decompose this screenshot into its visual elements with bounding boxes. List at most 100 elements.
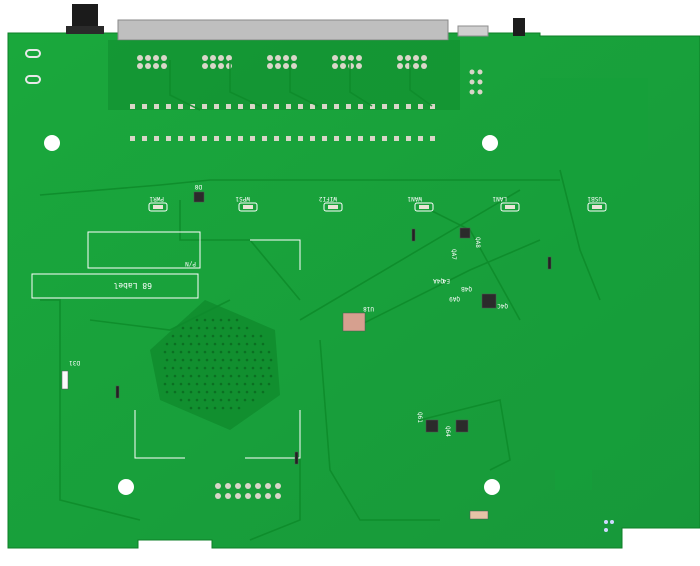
pad: [298, 104, 303, 109]
bga-ball: [205, 326, 209, 330]
bga-ball: [221, 326, 225, 330]
bga-ball: [197, 390, 201, 394]
pad: [154, 104, 159, 109]
connector-pin: [340, 55, 346, 61]
bga-ball: [251, 398, 255, 402]
pad: [382, 104, 387, 109]
led-body: [328, 205, 338, 209]
bga-ball: [205, 358, 209, 362]
pad: [298, 136, 303, 141]
bottom-pin-header: [215, 483, 281, 499]
pad: [262, 136, 267, 141]
bga-ball: [171, 334, 175, 338]
bga-ball: [213, 390, 217, 394]
connector-pin: [332, 63, 338, 69]
pad: [310, 104, 315, 109]
pad: [477, 89, 483, 95]
connector-pin: [283, 55, 289, 61]
led-outline: [587, 202, 607, 212]
bga-ball: [211, 382, 215, 386]
bga-ball: [245, 358, 249, 362]
pad: [250, 136, 255, 141]
pad: [418, 104, 423, 109]
bga-ball: [173, 342, 177, 346]
pad: [286, 136, 291, 141]
pad: [382, 136, 387, 141]
bga-ball: [261, 358, 265, 362]
pad: [469, 89, 475, 95]
connector-pin: [218, 63, 224, 69]
connector-pin: [348, 55, 354, 61]
label-q4c: Q4C: [497, 302, 508, 309]
bga-ball: [235, 350, 239, 354]
bga-ball: [245, 326, 249, 330]
led-label-pwr1: PWR1: [149, 195, 164, 202]
bga-ball: [219, 366, 223, 370]
bga-ball: [261, 342, 265, 346]
bga-ball: [219, 398, 223, 402]
bga-ball: [203, 318, 207, 322]
connector-pin: [397, 63, 403, 69]
bga-ball: [219, 318, 223, 322]
bga-ball: [243, 366, 247, 370]
bga-ball: [165, 358, 169, 362]
led-outline: [500, 202, 520, 212]
pad: [274, 104, 279, 109]
connector-pin: [153, 63, 159, 69]
bga-ball: [187, 366, 191, 370]
led-body: [153, 205, 163, 209]
bga-ball: [243, 350, 247, 354]
bga-ball: [253, 342, 257, 346]
pad: [286, 104, 291, 109]
bga-ball: [197, 358, 201, 362]
ethernet-connector-housing: [117, 19, 449, 41]
pad: [430, 104, 435, 109]
bga-ball: [229, 326, 233, 330]
dc-jack-base: [66, 26, 104, 34]
bga-ball: [227, 334, 231, 338]
bga-ball: [197, 406, 201, 410]
bga-ball: [213, 358, 217, 362]
label-d31: D31: [69, 359, 80, 366]
logo-marks: [604, 520, 614, 532]
connector-pin: [283, 63, 289, 69]
led-label-usb1: USB1: [587, 195, 602, 202]
label-box-text: 68 Label: [113, 281, 152, 290]
connector-pin: [153, 55, 159, 61]
pad: [214, 136, 219, 141]
header-pin: [245, 493, 251, 499]
bga-ball: [173, 374, 177, 378]
bga-ball: [213, 406, 217, 410]
connector-pin: [161, 55, 167, 61]
pad: [178, 104, 183, 109]
header-pin: [265, 493, 271, 499]
bga-ball: [211, 366, 215, 370]
silkscreen-text: PWR1 WPS1 WIFI2 WAN1 LAN1 USB1 D8 D31 U1…: [69, 183, 602, 437]
label-pn-text: P/N: [185, 260, 196, 267]
bga-ball: [173, 358, 177, 362]
bga-ball: [165, 374, 169, 378]
bga-ball: [235, 398, 239, 402]
pad: [346, 136, 351, 141]
bga-ball: [251, 382, 255, 386]
led-body: [243, 205, 253, 209]
ethernet-connector-shadow: [108, 40, 460, 110]
bga-ball: [181, 342, 185, 346]
connector-pin: [161, 63, 167, 69]
bga-ball: [203, 366, 207, 370]
led-body: [419, 205, 429, 209]
bga-ball: [227, 318, 231, 322]
connector-pin: [397, 55, 403, 61]
header-pin: [225, 483, 231, 489]
bga-ball: [237, 390, 241, 394]
connector-pin: [413, 63, 419, 69]
connector-pin: [348, 63, 354, 69]
smd-components: [61, 191, 552, 520]
label-q4a: Q4A: [433, 277, 444, 284]
connector-pin: [405, 55, 411, 61]
bga-ball: [197, 342, 201, 346]
bga-ball: [197, 326, 201, 330]
bga-ball: [261, 390, 265, 394]
bga-ball: [181, 358, 185, 362]
